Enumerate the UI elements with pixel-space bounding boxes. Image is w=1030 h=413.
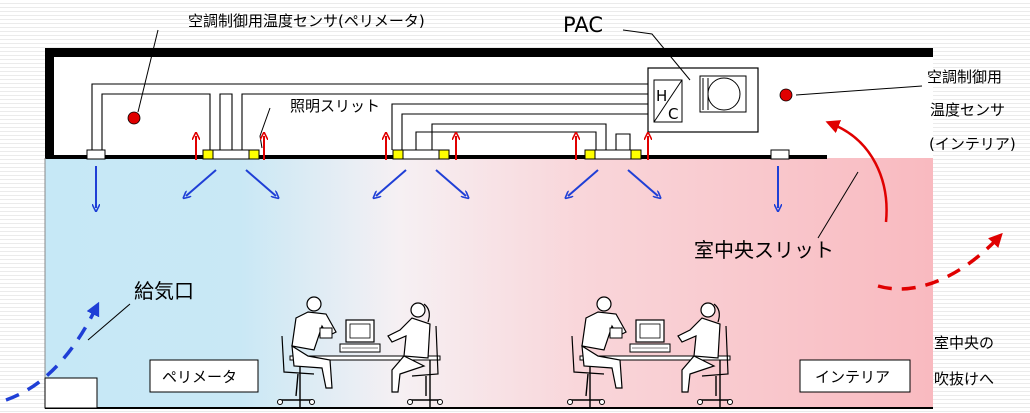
duct-network xyxy=(91,83,648,152)
return-arrows xyxy=(196,136,648,160)
lighting-slit-1 xyxy=(202,149,260,160)
svg-text:C: C xyxy=(668,105,678,123)
supply-arrows xyxy=(96,166,778,208)
roof-slab xyxy=(45,48,933,57)
interior-zone-label: インテリア xyxy=(815,368,890,386)
perimeter-sensor-dot xyxy=(127,111,141,125)
supply-inlet-box xyxy=(44,377,98,409)
interior-sensor-dot xyxy=(779,88,793,102)
perimeter-zone-label: ペリメータ xyxy=(162,368,237,386)
perimeter-wall xyxy=(45,48,54,158)
supply-inlet-label: 給気口 xyxy=(134,279,194,303)
supply-inlet-arrow xyxy=(5,301,100,402)
lighting-slit-label: 照明スリット xyxy=(290,97,380,115)
atrium-label-2: 吹抜けへ xyxy=(934,370,994,388)
fan-icon xyxy=(699,75,747,113)
svg-text:H: H xyxy=(656,87,667,105)
interior-zone-box xyxy=(799,359,911,393)
lighting-slit-3 xyxy=(584,149,642,160)
perimeter-sensor-label: 空調制御用温度センサ(ペリメータ) xyxy=(188,12,425,30)
interior-sensor-label-2: 温度センサ xyxy=(930,101,1005,119)
interior-sensor-label-3: (インテリア) xyxy=(929,135,1016,153)
lighting-slit-2 xyxy=(392,149,450,160)
atrium-label-1: 室中央の xyxy=(934,334,994,352)
perimeter-zone-box xyxy=(149,359,259,393)
interior-return-curve xyxy=(825,120,888,223)
supply-diffuser-left xyxy=(86,149,106,160)
supply-diffuser-right xyxy=(770,149,790,160)
leader-lines xyxy=(87,29,923,341)
center-slit-label: 室中央スリット xyxy=(694,238,834,262)
ceiling-plenum xyxy=(52,56,933,156)
interior-sensor-label-1: 空調制御用 xyxy=(927,68,1002,86)
pac-unit: H C xyxy=(647,67,759,133)
pac-label: PAC xyxy=(563,13,603,37)
